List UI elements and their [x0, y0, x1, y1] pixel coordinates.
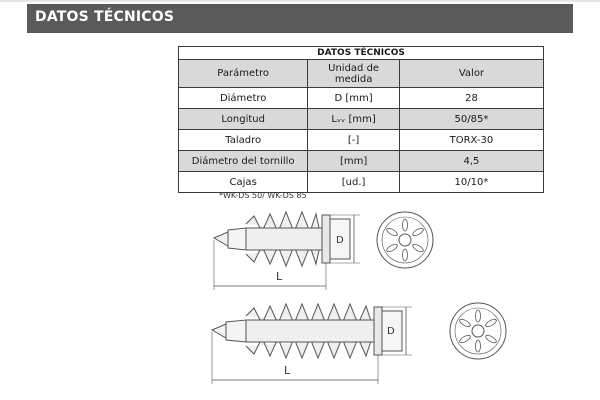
row-value: 4,5 [398, 150, 545, 172]
top-strip [0, 0, 600, 2]
dimension-l-label: L [276, 270, 283, 283]
table-row: Cajas [ud.] 10/10* [177, 171, 545, 193]
dimension-d-label: D [387, 326, 395, 337]
table-title-row: DATOS TÉCNICOS [178, 46, 544, 60]
row-value: 10/10* [398, 171, 545, 193]
table-row: Longitud Lᵥᵥ [mm] 50/85* [177, 108, 545, 130]
screw-side-view-short [212, 210, 360, 290]
table-row: Diámetro del tornillo [mm] 4,5 [177, 150, 545, 172]
dimension-d-label: D [336, 235, 344, 246]
row-param: Diámetro del tornillo [177, 150, 309, 172]
column-header-unidad: Unidad de medida [307, 59, 400, 88]
section-title: DATOS TÉCNICOS [35, 9, 175, 25]
row-param: Longitud [177, 108, 309, 130]
specs-table: DATOS TÉCNICOS Parámetro Unidad de medid… [177, 46, 545, 193]
row-param: Cajas [177, 171, 309, 193]
row-unit: [mm] [307, 150, 400, 172]
dimension-l-label: L [284, 364, 291, 377]
section-header: DATOS TÉCNICOS [27, 4, 573, 33]
column-header-valor: Valor [398, 59, 545, 88]
table-title: DATOS TÉCNICOS [178, 46, 544, 60]
table-row: Taladro [-] TORX-30 [177, 129, 545, 151]
row-value: 50/85* [398, 108, 545, 130]
screw-head-front-view-top [376, 211, 434, 269]
screw-side-view-long [210, 302, 412, 384]
table-footnote: *WK-DS 50/ WK-DS 85 [219, 191, 307, 200]
screw-head-front-view-bottom [449, 302, 507, 360]
